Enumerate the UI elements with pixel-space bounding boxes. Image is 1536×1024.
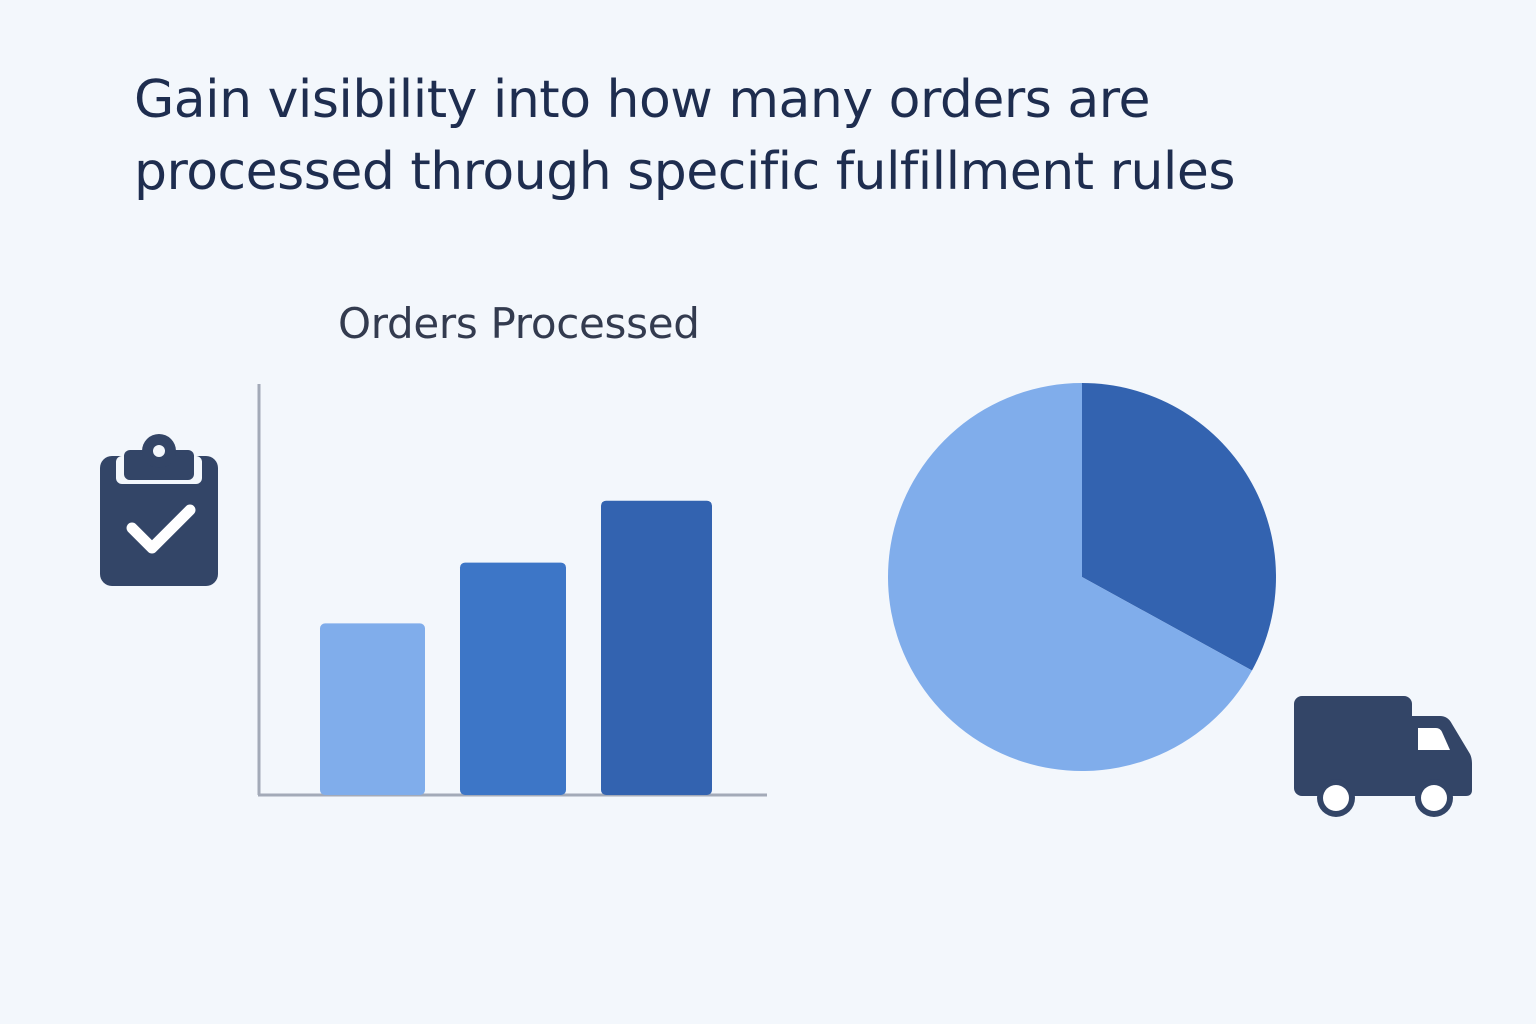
bar-chart bbox=[257, 384, 767, 797]
bar-1 bbox=[320, 623, 425, 795]
bar-chart-title: Orders Processed bbox=[338, 299, 700, 348]
pie-chart bbox=[887, 383, 1276, 771]
bar-2 bbox=[460, 562, 566, 795]
pie-slice-1 bbox=[1082, 383, 1276, 671]
headline-line-2: processed through specific fulfillment r… bbox=[134, 142, 1235, 202]
headline-line-1: Gain visibility into how many orders are bbox=[134, 70, 1151, 130]
clipboard-check-icon bbox=[100, 434, 218, 586]
bar-3 bbox=[601, 500, 712, 795]
page-headline: Gain visibility into how many orders are… bbox=[134, 64, 1434, 208]
delivery-truck-icon bbox=[1294, 696, 1472, 817]
pie-slice-2 bbox=[887, 383, 1253, 771]
